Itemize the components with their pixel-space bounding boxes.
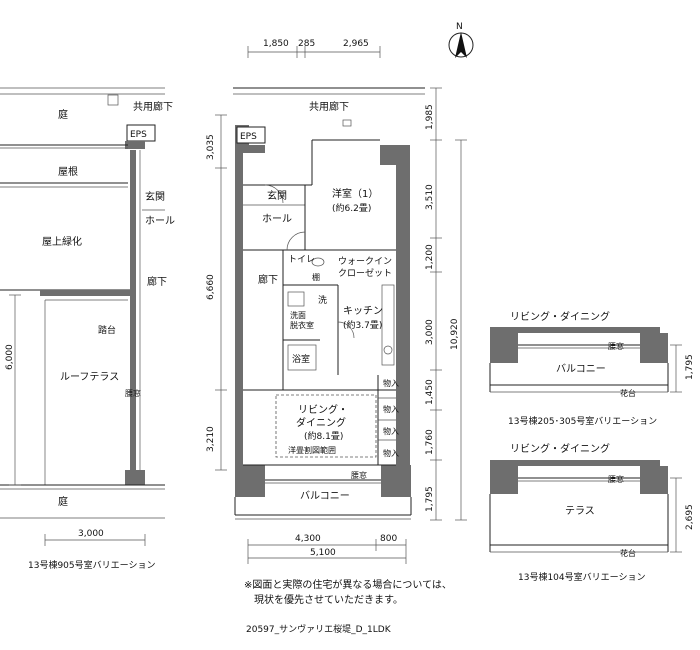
plan-code: 20597_サンヴァリエ桜堤_D_1LDK (246, 623, 392, 635)
right-dim-5: 1,450 (425, 379, 435, 405)
hall-label: ホール (262, 213, 292, 225)
right-dim-4: 3,000 (425, 319, 435, 345)
washroom-label: 洗面 (290, 310, 306, 320)
left-garden-bottom: 庭 (58, 495, 68, 508)
left-roof: 屋根 (58, 165, 78, 178)
shelf-label: 棚 (312, 272, 320, 282)
left-dim-1: 3,035 (206, 134, 216, 160)
storage-label-4: 物入 (383, 448, 399, 458)
kitchen-label: キッチン (343, 305, 383, 317)
north-arrow-icon: N (448, 22, 474, 58)
var-b-living: リビング・ダイニング (510, 442, 610, 455)
left-hallway: 廊下 (147, 275, 167, 288)
main-corridor-label: 共用廊下 (309, 100, 349, 113)
wic-label-2: クローゼット (338, 267, 392, 279)
left-roof-terrace: ルーフテラス (60, 371, 119, 383)
left-plan: 庭 共用廊下 EPS 屋根 玄関 ホール 屋上緑化 廊下 踏台 ルーフテラス 腰… (0, 87, 175, 571)
bath-label: 浴室 (292, 353, 310, 365)
bottom-dim-3: 5,100 (310, 548, 336, 558)
washroom-label-2: 脱衣室 (290, 320, 314, 330)
storage-label-2: 物入 (383, 404, 399, 414)
right-dim-3: 1,200 (425, 244, 435, 270)
left-garden-top: 庭 (58, 108, 68, 121)
main-waist-window-label: 腰窓 (351, 470, 367, 480)
var-b-terrace: テラス (565, 505, 595, 517)
left-dim-2: 6,660 (206, 274, 216, 300)
var-a-balcony: バルコニー (556, 363, 606, 375)
right-dim-6: 1,760 (425, 429, 435, 455)
bottom-dim-2: 800 (380, 534, 397, 544)
hallway-label: 廊下 (258, 273, 278, 286)
top-dim-2: 285 (298, 39, 315, 49)
top-dim-1: 1,850 (263, 39, 289, 49)
entrance-label: 玄関 (267, 189, 287, 202)
top-dimension-line: 1,850 285 2,965 (247, 39, 381, 58)
living-label: リビング・ (298, 403, 348, 416)
var-a-flower: 花台 (620, 388, 636, 398)
left-stepping: 踏台 (98, 324, 116, 336)
note-line-1: ※図面と実際の住宅が異なる場合については、 (244, 578, 452, 591)
main-eps-label: EPS (240, 132, 257, 142)
left-caption: 13号棟905号室バリエーション (28, 559, 155, 571)
var-a-living: リビング・ダイニング (510, 310, 610, 323)
left-dim-3: 3,210 (206, 426, 216, 452)
var-a-dim: 1,795 (685, 354, 695, 380)
living-size: (約8.1畳) (304, 430, 343, 442)
left-hall: ホール (145, 215, 175, 227)
var-b-caption: 13号棟104号室バリエーション (518, 571, 645, 583)
toilet-label: トイレ (288, 255, 315, 265)
variation-b: リビング・ダイニング 腰窓 テラス 花台 2,695 13号棟104号室バリエー… (489, 442, 695, 583)
main-bottom-dimensions: 4,300 800 5,100 (247, 534, 407, 564)
main-left-dimensions: 3,035 6,660 3,210 (206, 114, 227, 471)
variation-a: リビング・ダイニング 腰窓 バルコニー 花台 1,795 13号棟205･305… (489, 310, 695, 427)
left-entrance: 玄関 (145, 190, 165, 203)
right-dim-2: 3,510 (425, 184, 435, 210)
var-a-caption: 13号棟205･305号室バリエーション (508, 415, 657, 427)
note-line-2: 現状を優先させていただきます。 (254, 593, 403, 606)
right-dim-7: 1,795 (425, 486, 435, 512)
north-label: N (456, 22, 463, 32)
left-roof-green: 屋上緑化 (42, 235, 82, 248)
main-balcony-label: バルコニー (300, 490, 350, 502)
main-plan: 共用廊下 EPS (233, 87, 425, 520)
kitchen-size: (約3.7畳) (343, 319, 382, 331)
left-waist-window: 腰窓 (125, 388, 141, 398)
flooring-label: 洋畳割図範囲 (288, 445, 336, 455)
total-dim: 10,920 (450, 318, 460, 350)
top-dim-3: 2,965 (343, 39, 369, 49)
left-corridor: 共用廊下 (133, 100, 173, 113)
main-right-dimensions: 1,985 3,510 1,200 3,000 1,450 1,760 1,79… (425, 87, 467, 521)
left-dim-bottom: 3,000 (78, 529, 104, 539)
left-dim-side: 6,000 (5, 344, 15, 370)
flooring-area (275, 394, 377, 458)
wic-label: ウォークイン (338, 256, 392, 267)
storage-label-1: 物入 (383, 378, 399, 388)
var-b-waist-window: 腰窓 (608, 474, 624, 484)
storage-label-3: 物入 (383, 426, 399, 436)
western-room-label: 洋室（1） (332, 187, 378, 200)
var-a-waist-window: 腰窓 (608, 341, 624, 351)
wash-label: 洗 (318, 294, 327, 306)
right-dim-1: 1,985 (425, 104, 435, 130)
left-eps: EPS (130, 130, 147, 140)
living-label-2: ダイニング (296, 416, 346, 429)
western-room-size: (約6.2畳) (332, 202, 371, 214)
bottom-dim-1: 4,300 (295, 534, 321, 544)
var-b-dim: 2,695 (685, 504, 695, 530)
var-b-flower: 花台 (620, 548, 636, 558)
